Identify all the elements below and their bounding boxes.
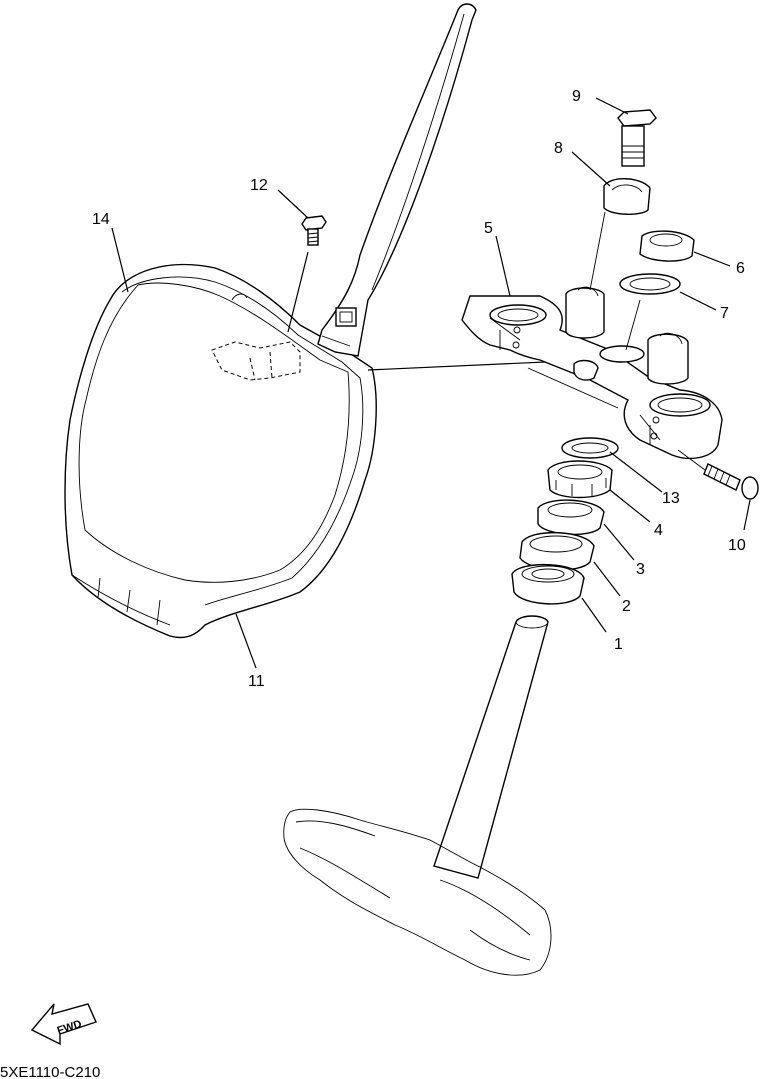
handlebar-holder — [589, 178, 651, 291]
callout-14: 14 — [92, 211, 110, 228]
diagram-code: 5XE1110-C210 — [0, 1064, 100, 1079]
callout-4: 4 — [654, 522, 663, 539]
bearing-2 — [519, 532, 595, 571]
bolt-10 — [677, 449, 759, 500]
callout-3: 3 — [636, 561, 645, 578]
callout-1: 1 — [614, 636, 623, 653]
callout-labels: 1 2 3 4 5 6 7 8 9 10 11 12 13 14 — [92, 88, 746, 690]
callout-7: 7 — [720, 305, 729, 322]
bolt-12 — [301, 215, 327, 246]
callout-9: 9 — [572, 88, 581, 105]
upper-bracket — [461, 286, 723, 460]
cable-guide-arm — [317, 3, 477, 357]
callout-2: 2 — [622, 598, 631, 615]
bolt-12-line — [287, 251, 309, 333]
steering-stem — [283, 615, 552, 976]
callout-12: 12 — [250, 177, 268, 194]
ring-nut-4 — [547, 460, 613, 499]
callout-10: 10 — [728, 537, 746, 554]
number-plate — [64, 263, 377, 639]
callout-8: 8 — [554, 140, 563, 157]
bearing-3 — [537, 499, 605, 536]
bolt-9 — [617, 109, 657, 167]
callout-13: 13 — [662, 490, 680, 507]
callout-5: 5 — [484, 220, 493, 237]
fwd-arrow-icon: FWD — [30, 1003, 97, 1046]
callout-6: 6 — [736, 260, 745, 277]
bearing-1 — [511, 564, 585, 605]
washer-13 — [561, 437, 619, 459]
washer-7 — [619, 273, 681, 351]
nut-6 — [639, 230, 695, 262]
callout-11: 11 — [248, 673, 265, 690]
leader-lines — [111, 97, 751, 669]
